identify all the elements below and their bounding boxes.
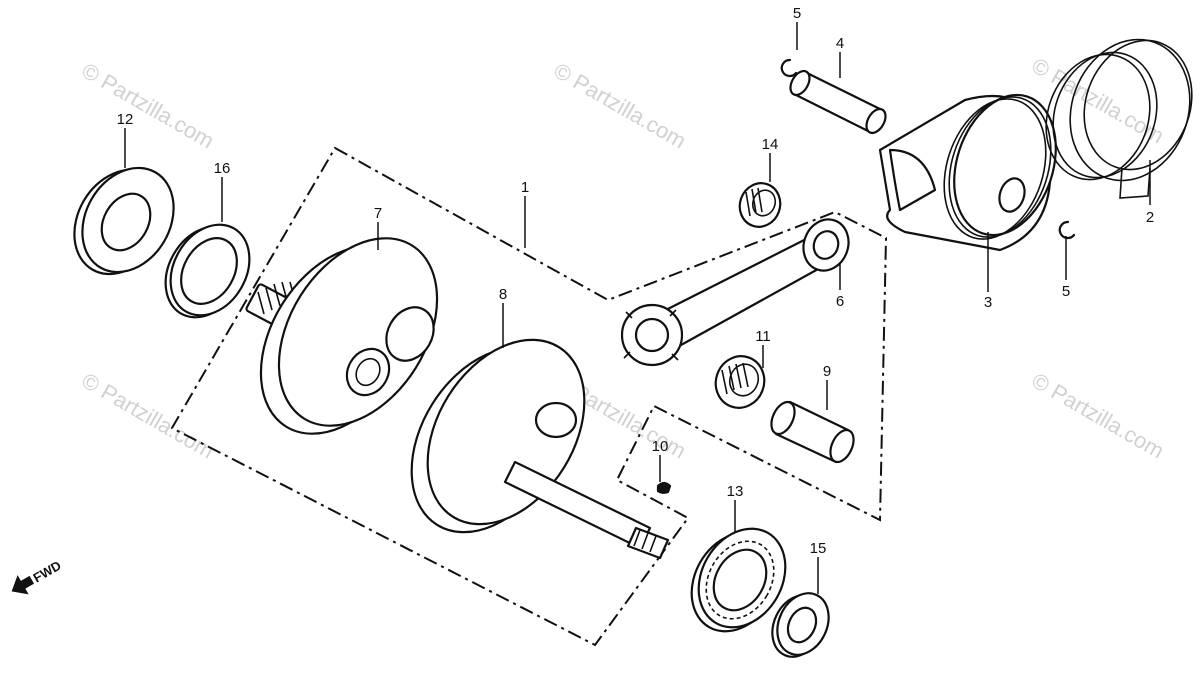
piston-3[interactable] xyxy=(878,82,1073,253)
oil-seal-15[interactable] xyxy=(763,585,839,665)
callout-2: 2 xyxy=(1146,209,1154,226)
fwd-label: FWD xyxy=(30,558,63,586)
callout-14: 14 xyxy=(762,136,779,153)
crankshaft-assembly-border xyxy=(170,146,888,647)
callout-3: 3 xyxy=(984,294,992,311)
callout-12: 12 xyxy=(117,111,134,128)
callout-5-top: 5 xyxy=(793,5,801,22)
woodruff-key-10[interactable] xyxy=(656,481,672,494)
callout-9: 9 xyxy=(823,363,831,380)
connecting-rod-6[interactable] xyxy=(620,213,856,367)
watermark: © Partzilla.com xyxy=(78,58,219,154)
crank-half-right-8[interactable] xyxy=(379,311,670,561)
callout-13: 13 xyxy=(727,483,744,500)
callout-6: 6 xyxy=(836,293,844,310)
callout-15: 15 xyxy=(810,540,827,557)
big-end-bearing-11[interactable] xyxy=(709,349,772,414)
callout-7: 7 xyxy=(374,205,382,222)
fwd-indicator: FWD xyxy=(11,558,64,595)
watermark: © Partzilla.com xyxy=(1028,368,1169,464)
callout-labels: 1 2 3 4 5 5 6 7 8 9 10 11 12 13 14 15 16 xyxy=(117,5,1155,557)
piston-pin-clip-5-right[interactable] xyxy=(1058,220,1076,240)
small-end-bearing-14[interactable] xyxy=(734,177,787,232)
piston-pin-clip-5-top[interactable] xyxy=(780,58,798,78)
piston-pin-4[interactable] xyxy=(787,68,890,137)
crank-half-left-7[interactable] xyxy=(228,209,469,462)
callout-4: 4 xyxy=(836,35,844,52)
watermark: © Partzilla.com xyxy=(78,368,219,464)
callout-16: 16 xyxy=(214,160,231,177)
fwd-arrow-icon xyxy=(11,575,35,595)
crank-pin-9[interactable] xyxy=(767,398,858,465)
watermark: © Partzilla.com xyxy=(550,58,691,154)
oil-seal-16[interactable] xyxy=(150,210,265,331)
callout-11: 11 xyxy=(755,328,771,345)
callout-1: 1 xyxy=(521,179,529,196)
callout-8: 8 xyxy=(499,286,507,303)
callout-5-right: 5 xyxy=(1062,283,1070,300)
oil-seal-12[interactable] xyxy=(56,151,192,290)
callout-10: 10 xyxy=(652,438,669,455)
bearing-13[interactable] xyxy=(674,513,802,647)
callout-leaders xyxy=(124,22,1151,594)
piston-rings-2[interactable] xyxy=(1029,23,1200,199)
